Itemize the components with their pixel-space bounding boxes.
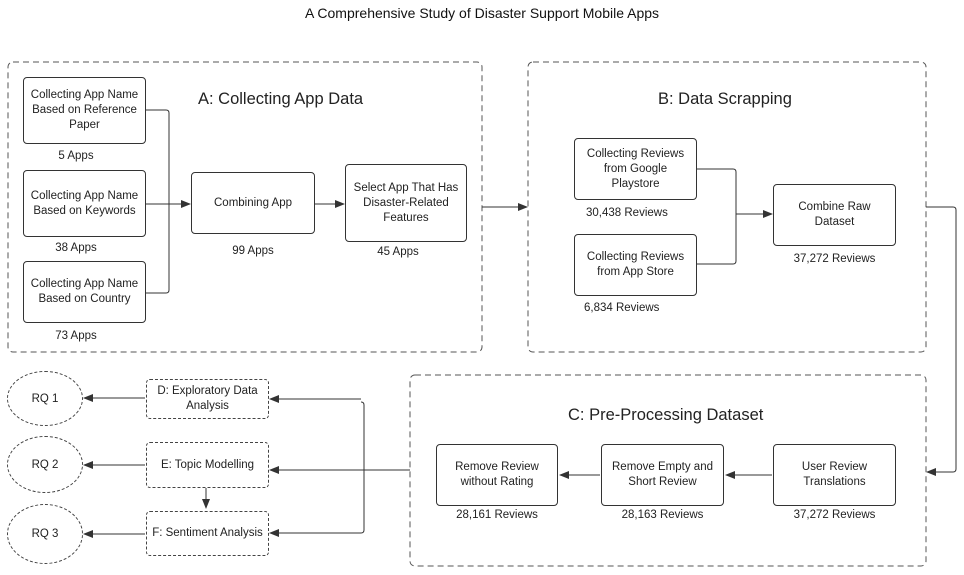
combining-count: 99 Apps xyxy=(232,245,274,257)
ref-paper-count: 5 Apps xyxy=(58,150,94,162)
section-b-title: B: Data Scrapping xyxy=(658,90,792,108)
google-playstore-count: 30,438 Reviews xyxy=(586,207,668,219)
merge-connector-b xyxy=(697,168,737,265)
sentiment-analysis-node: F: Sentiment Analysis xyxy=(146,511,269,556)
translation-node: User Review Translations xyxy=(773,444,896,506)
google-playstore-node: Collecting Reviews from Google Playstore xyxy=(574,138,697,200)
translation-count: 37,272 Reviews xyxy=(793,509,876,521)
country-node: Collecting App Name Based on Country xyxy=(23,261,146,323)
country-count: 73 Apps xyxy=(55,330,97,342)
arrow-b-to-c xyxy=(926,206,957,476)
remove-empty-node: Remove Empty and Short Review xyxy=(601,444,724,506)
remove-empty-count: 28,163 Reviews xyxy=(621,509,704,521)
rq1-node: RQ 1 xyxy=(7,371,83,426)
combine-raw-node: Combine Raw Dataset xyxy=(773,184,896,246)
select-count: 45 Apps xyxy=(377,246,419,258)
split-connector-c xyxy=(360,401,410,534)
diagram-title: A Comprehensive Study of Disaster Suppor… xyxy=(304,5,660,21)
app-store-node: Collecting Reviews from App Store xyxy=(574,234,697,296)
app-store-count: 6,834 Reviews xyxy=(584,302,660,314)
rq3-node: RQ 3 xyxy=(7,504,83,564)
topic-modelling-node: E: Topic Modelling xyxy=(146,442,269,488)
section-a-title: A: Collecting App Data xyxy=(198,90,364,108)
rq2-node: RQ 2 xyxy=(7,436,83,493)
eda-node: D: Exploratory Data Analysis xyxy=(146,379,269,419)
ref-paper-node: Collecting App Name Based on Reference P… xyxy=(23,77,146,144)
keywords-count: 38 Apps xyxy=(55,242,97,254)
merge-connector-a xyxy=(146,109,170,294)
keywords-node: Collecting App Name Based on Keywords xyxy=(23,170,146,237)
remove-rating-node: Remove Review without Rating xyxy=(436,444,558,506)
combine-raw-count: 37,272 Reviews xyxy=(793,253,876,265)
remove-rating-count: 28,161 Reviews xyxy=(456,509,538,521)
select-node: Select App That Has Disaster-Related Fea… xyxy=(345,164,467,242)
section-c-title: C: Pre-Processing Dataset xyxy=(568,406,764,424)
combining-node: Combining App xyxy=(191,172,315,234)
